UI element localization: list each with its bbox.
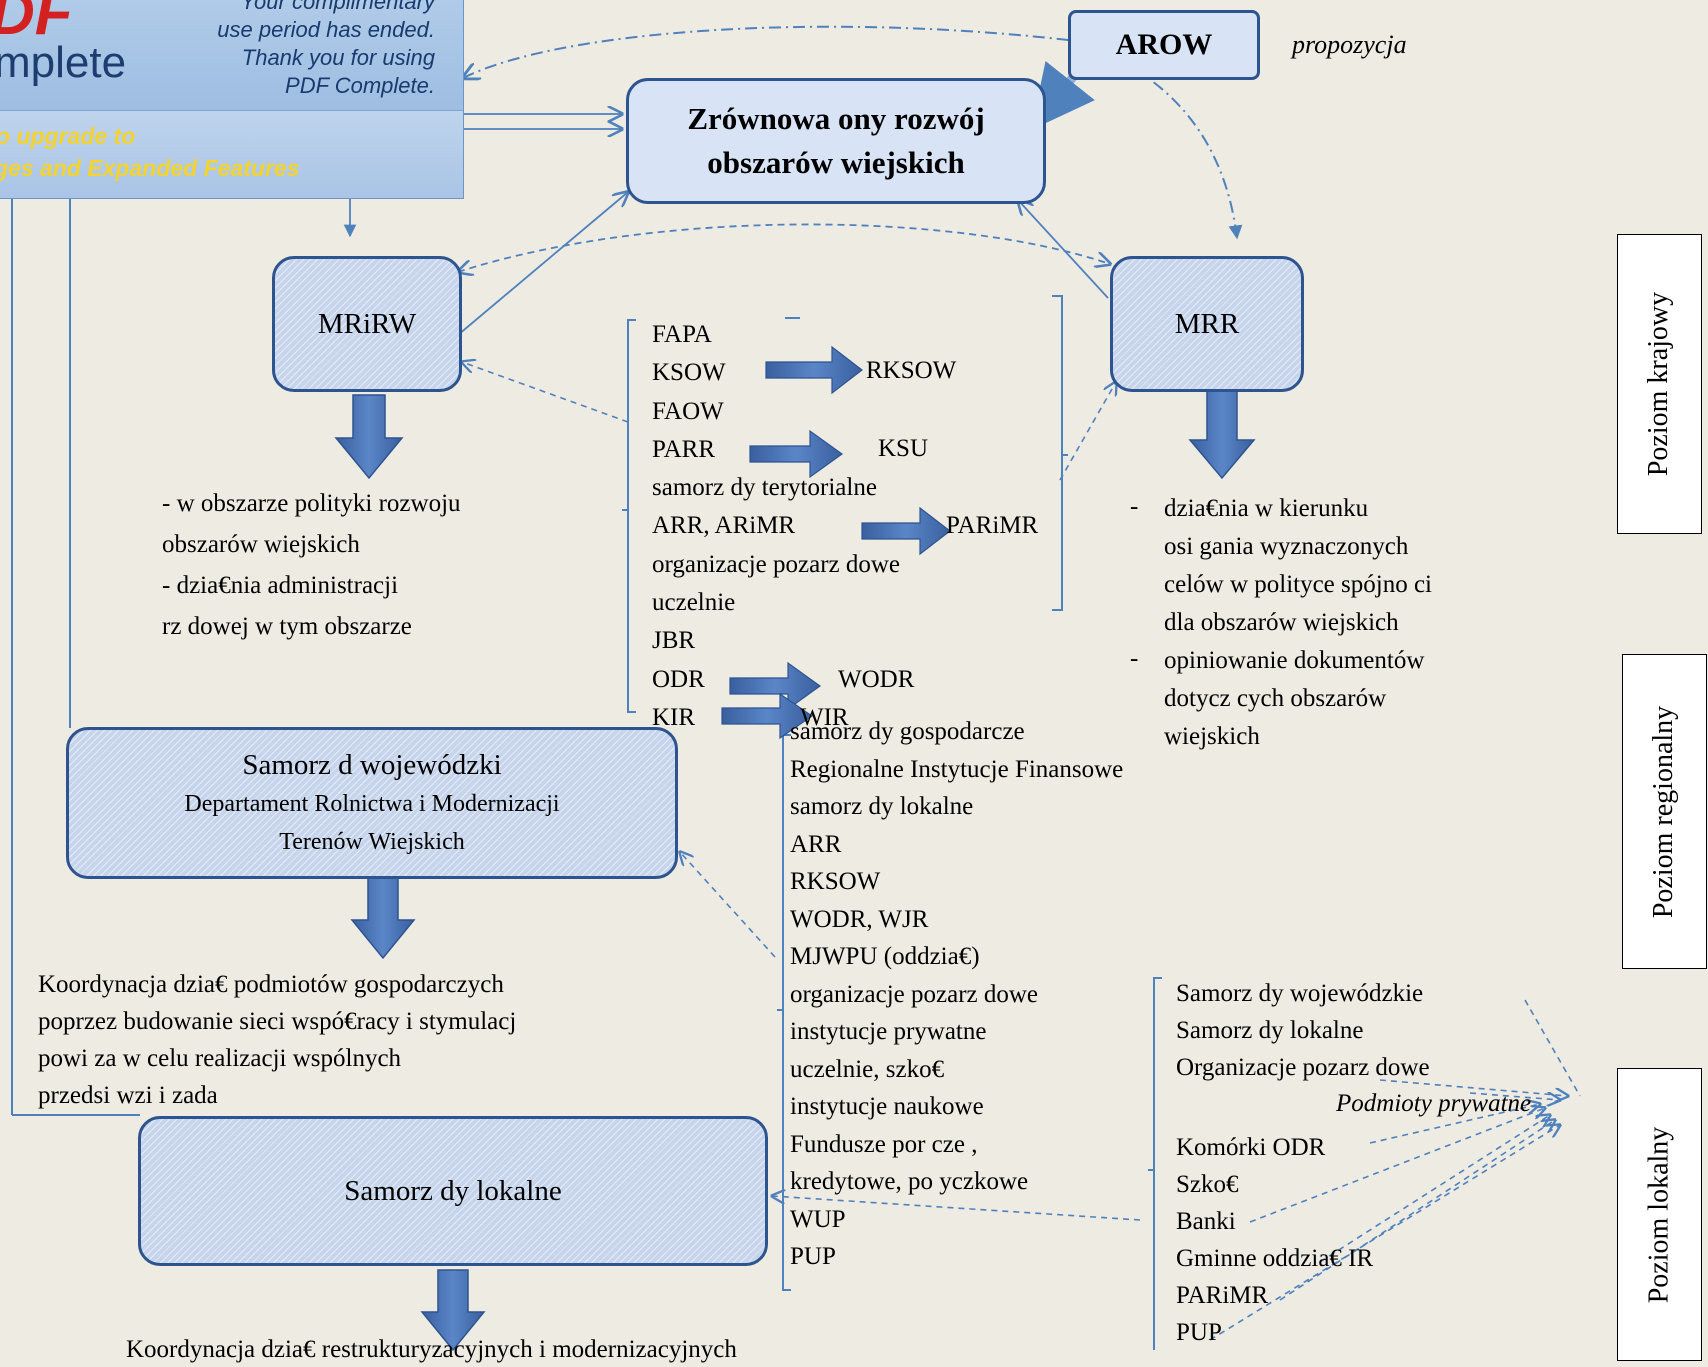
banner-logo-top: DF [0,0,73,48]
local-desc: Koordynacja dzia€ restrukturyzacyjnych i… [126,1336,737,1363]
target-ksu: KSU [878,435,929,462]
voivodeship-desc: Koordynacja dzia€ podmiotów gospodarczyc… [38,971,517,1109]
mririrw-box: MRiRW [272,256,462,392]
trial-banner: DF mplete Your complimentary use period … [0,0,464,199]
mririrw-desc: - w obszarze polityki rozwoju obszarów w… [162,490,461,640]
local-list-bottom: Komórki ODR Szko€ Banki Gminne oddzia€ I… [1176,1134,1374,1346]
local-govt-box: Samorz dy lokalne [138,1116,768,1266]
local-private-label: Podmioty prywatne [1336,1090,1532,1117]
banner-notice: Your complimentary use period has ended.… [217,0,435,98]
target-wodr: WODR [838,666,915,693]
national-list: FAPA KSOW FAOW PARR samorz dy terytorial… [652,321,901,731]
dashed-connections [462,362,1581,1341]
regional-list: samorz dy gospodarcze Regionalne Instytu… [790,718,1124,1270]
brackets [622,295,1162,1350]
banner-upgrade-strip[interactable]: o upgrade to ges and Expanded Features [0,110,463,198]
banner-logo-bottom: mplete [0,38,127,87]
target-wir: WIR [800,704,849,731]
target-rksow: RKSOW [866,357,957,384]
mrr-desc: dzia€nia w kierunku osi gania wyznaczony… [1164,495,1432,750]
mrr-bullet-2: - [1130,645,1139,672]
level-national: Poziom krajowy [1617,234,1702,534]
left-frame-lines [11,198,140,1116]
banner-upgrade-line1: o upgrade to [0,123,136,149]
mrr-box: MRR [1110,256,1304,392]
list-arrows [721,345,951,740]
arow-label: AROW [1115,28,1213,61]
dashdot-arc-right [1067,39,1243,240]
dashdot-arc-left [463,25,1069,78]
dashed-arc-mririrw-mrr [458,223,1110,272]
level-local: Poziom lokalny [1617,1068,1702,1361]
local-list-top: Samorz dy wojewódzkie Samorz dy lokalne … [1176,980,1430,1081]
big-down-arrows [334,389,1256,1352]
center-box: Zrównowa ony rozwój obszarów wiejskich [626,78,1046,204]
arow-note: propozycja [1292,30,1407,59]
voivodeship-box: Samorz d wojewódzki Departament Rolnictw… [66,727,678,879]
banner-upgrade-line2: ges and Expanded Features [0,155,300,181]
banner-to-center-arrows [343,114,622,238]
mrr-bullet-1: - [1130,493,1139,520]
level-regional: Poziom regionalny [1622,654,1707,969]
target-parimr: PARiMR [946,512,1039,539]
arow-box: AROW [1068,10,1260,80]
